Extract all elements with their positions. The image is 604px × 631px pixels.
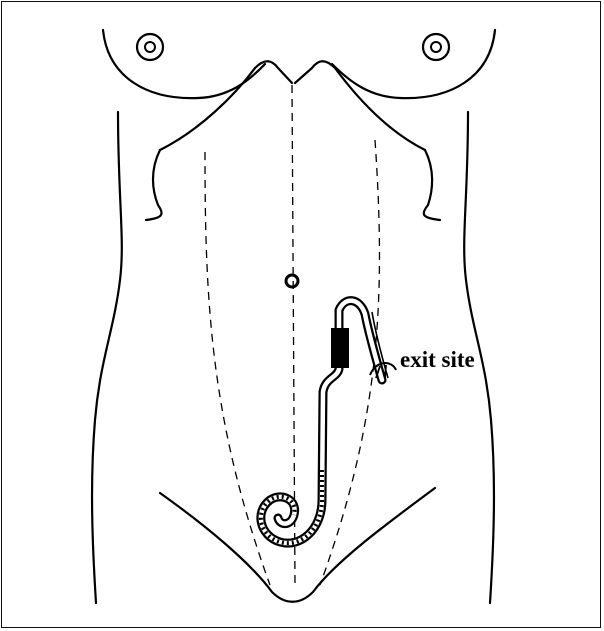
right-rib-margin (424, 150, 440, 220)
right-chest-curve (295, 61, 425, 150)
exit-site-label: exit site (400, 347, 475, 372)
left-breast (103, 30, 265, 98)
umbilicus (286, 275, 298, 287)
left-torso-outline (92, 112, 122, 603)
catheter-cuff (331, 328, 349, 368)
left-rib-margin (146, 150, 162, 220)
left-chest-curve (160, 61, 292, 150)
right-dashed-line (320, 140, 379, 585)
right-breast (332, 30, 495, 98)
